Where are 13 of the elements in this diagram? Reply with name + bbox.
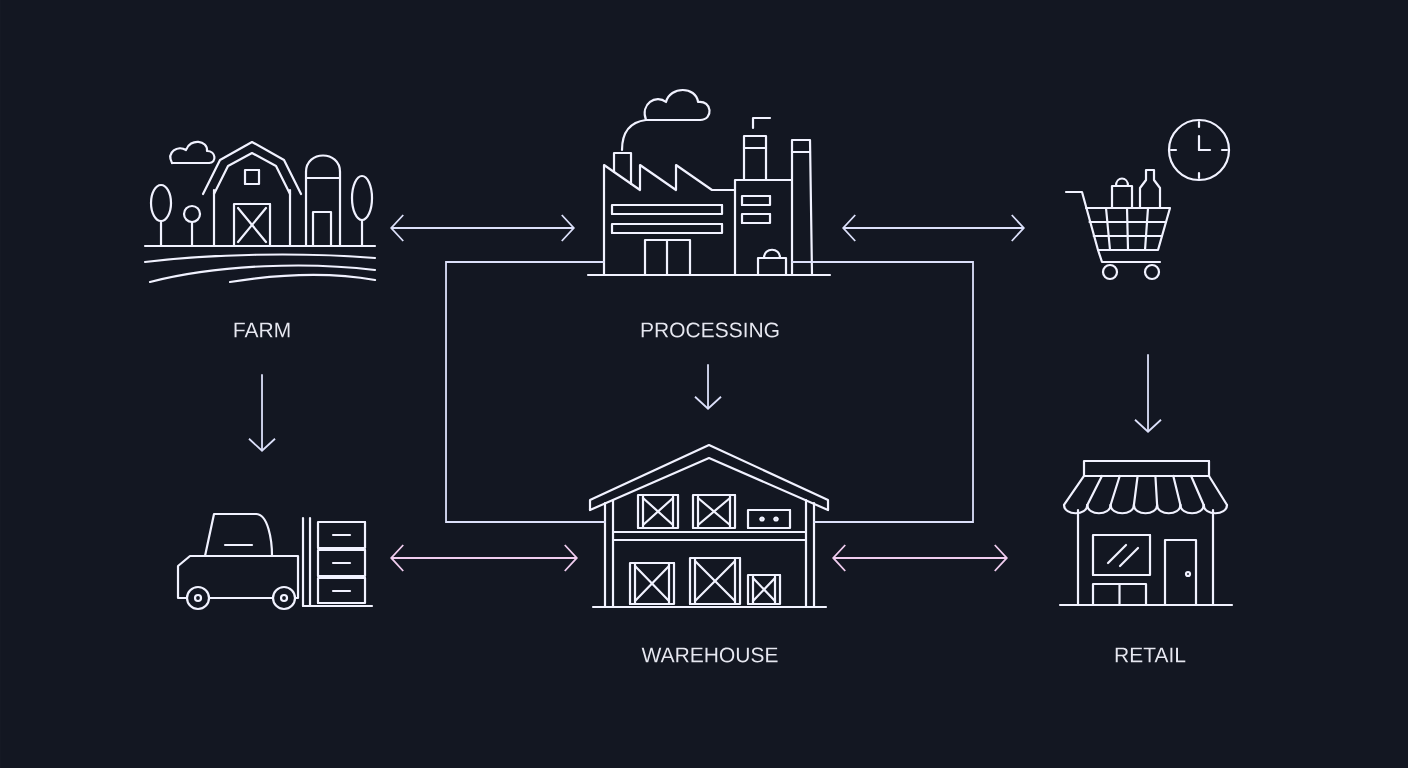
stage-label: FARM [234,322,290,338]
arrow [842,214,1025,242]
arrow [248,374,276,452]
arrow [390,214,575,242]
arrow [1134,354,1162,433]
arrow [390,544,578,572]
stage-label: PROCESSING [641,322,779,338]
forklift-icon [176,512,374,611]
connector-line [445,261,606,523]
stage-label: RETAIL [1115,647,1186,663]
arrow [832,544,1008,572]
connector-line [791,261,974,523]
stage-label: WAREHOUSE [641,647,778,663]
